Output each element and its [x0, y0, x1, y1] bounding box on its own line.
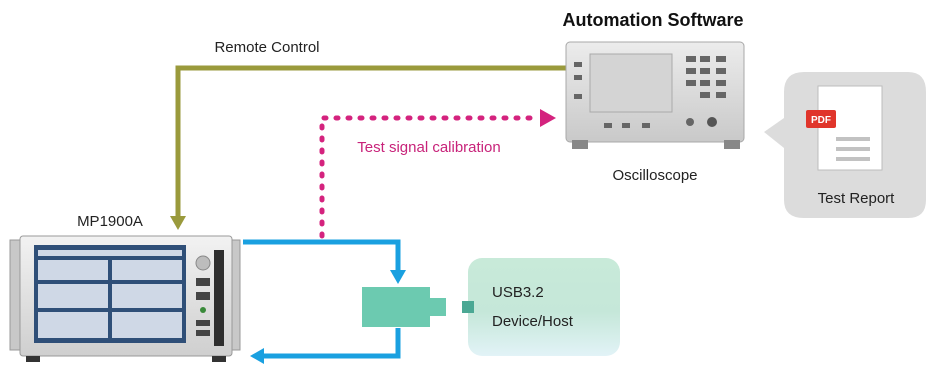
remote-control-label: Remote Control — [214, 39, 319, 56]
pdf-badge-label: PDF — [811, 115, 831, 126]
calibration-connection — [319, 109, 556, 239]
test-signal-label: Test signal calibration — [357, 139, 500, 156]
mp1900a-instrument — [9, 235, 241, 362]
pdf-icon — [806, 110, 836, 128]
automation-software-title: Automation Software — [562, 10, 743, 30]
dut-label-line1: USB3.2 — [492, 284, 544, 301]
remote-control-connection — [170, 65, 566, 230]
mp1900a-label: MP1900A — [77, 213, 143, 230]
dut-box — [462, 258, 620, 356]
oscilloscope-device — [565, 41, 745, 149]
signal-out-connection — [243, 239, 406, 284]
test-fixture — [362, 287, 446, 327]
test-report-callout: PDF — [764, 72, 926, 218]
signal-return-connection — [250, 328, 401, 364]
dut-label-line2: Device/Host — [492, 313, 574, 330]
oscilloscope-label: Oscilloscope — [612, 167, 697, 184]
test-report-label: Test Report — [818, 190, 896, 207]
